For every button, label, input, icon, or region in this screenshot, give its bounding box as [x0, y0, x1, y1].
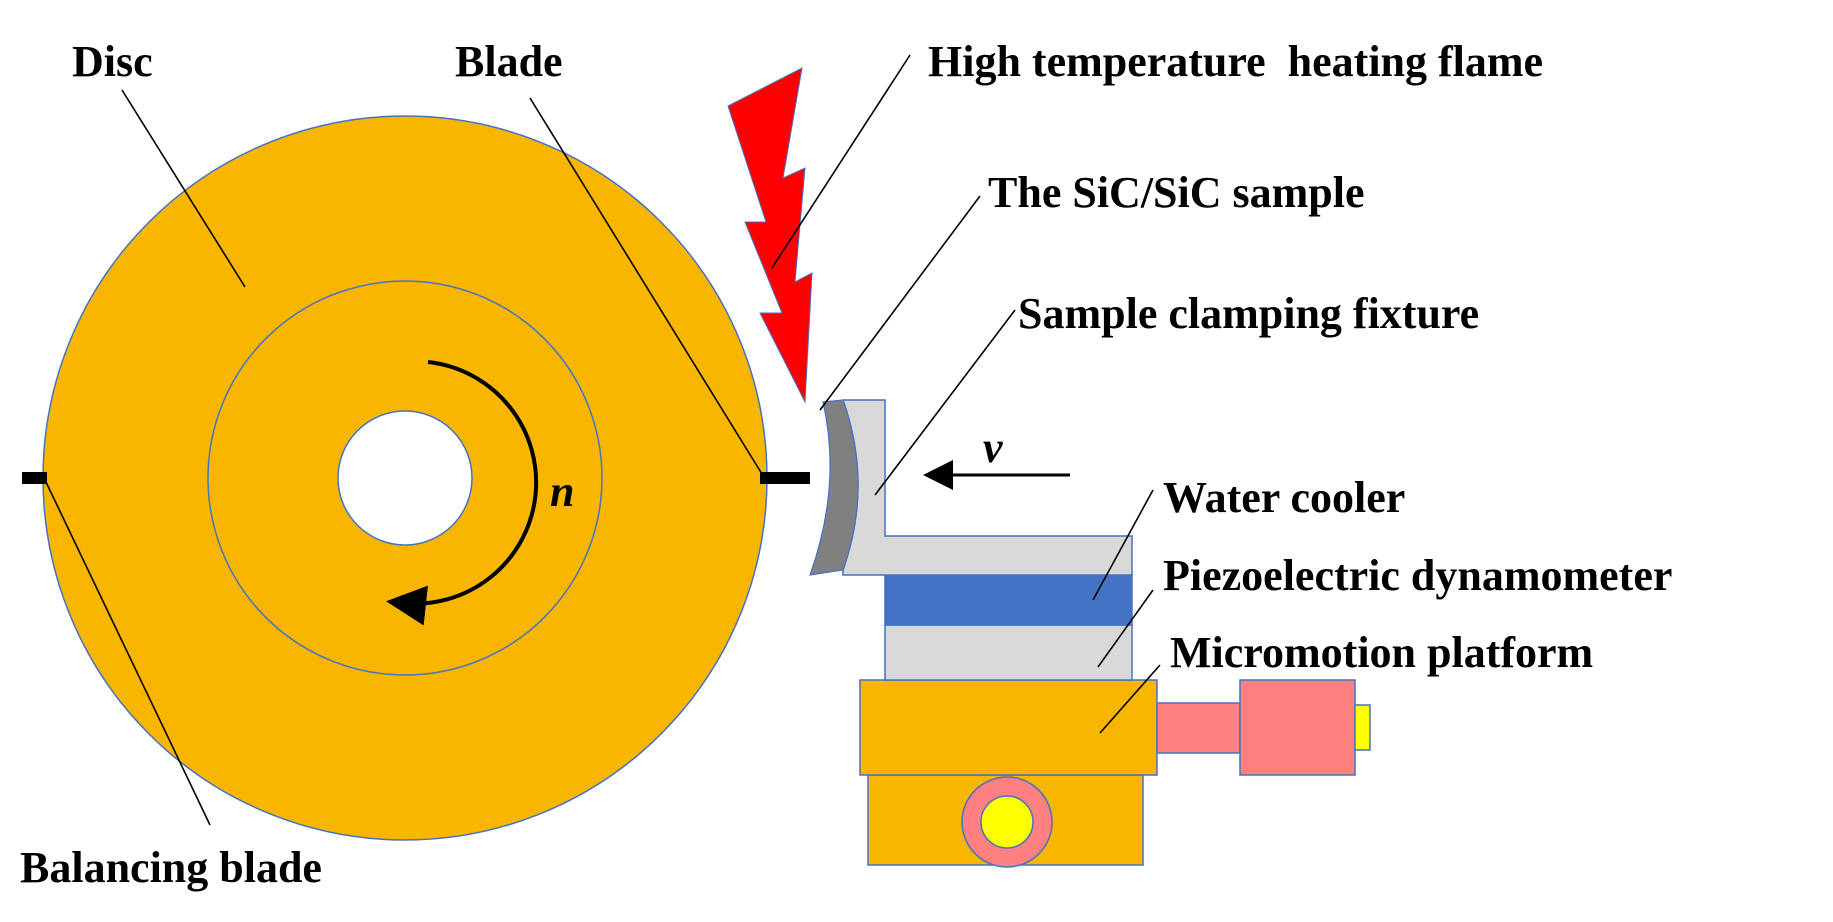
motor-knob [1354, 704, 1371, 751]
label-disc: Disc [72, 37, 153, 86]
blade-leader [529, 97, 763, 475]
sic-sample [809, 399, 859, 576]
label-sample: The SiC/SiC sample [988, 168, 1365, 217]
platform-leader [1099, 664, 1161, 734]
label-water-cooler: Water cooler [1163, 473, 1405, 522]
motor-shaft [1156, 702, 1241, 754]
label-platform: Micromotion platform [1170, 628, 1593, 677]
dynamometer-leader [1097, 589, 1154, 668]
flame-leader [771, 54, 911, 269]
disc-leader [121, 89, 246, 288]
disc-hub-hole [337, 410, 473, 546]
micromotion-platform [859, 679, 1158, 776]
water-cooler [884, 574, 1133, 626]
piezoelectric-dynamometer [884, 624, 1133, 681]
water-cooler-leader [1092, 489, 1154, 601]
feed-speed-symbol: v [983, 423, 1003, 472]
rotation-speed-symbol: n [550, 467, 574, 516]
sample-leader [819, 195, 981, 411]
label-blade: Blade [455, 37, 563, 86]
fixture-leader [874, 309, 1016, 496]
heating-flame-icon [727, 67, 813, 404]
label-balancing-blade: Balancing blade [20, 843, 322, 892]
platform-wheel-hub [980, 795, 1034, 849]
label-fixture: Sample clamping fixture [1018, 289, 1479, 338]
label-flame: High temperature heating flame [928, 37, 1543, 86]
balancing-blade-leader [44, 479, 211, 826]
label-dynamometer: Piezoelectric dynamometer [1163, 551, 1672, 600]
motor-body [1239, 679, 1356, 776]
blade [760, 472, 810, 484]
rotation-arrow [386, 360, 539, 626]
balancing-blade [22, 472, 47, 484]
disc-inner-ring [207, 280, 603, 676]
